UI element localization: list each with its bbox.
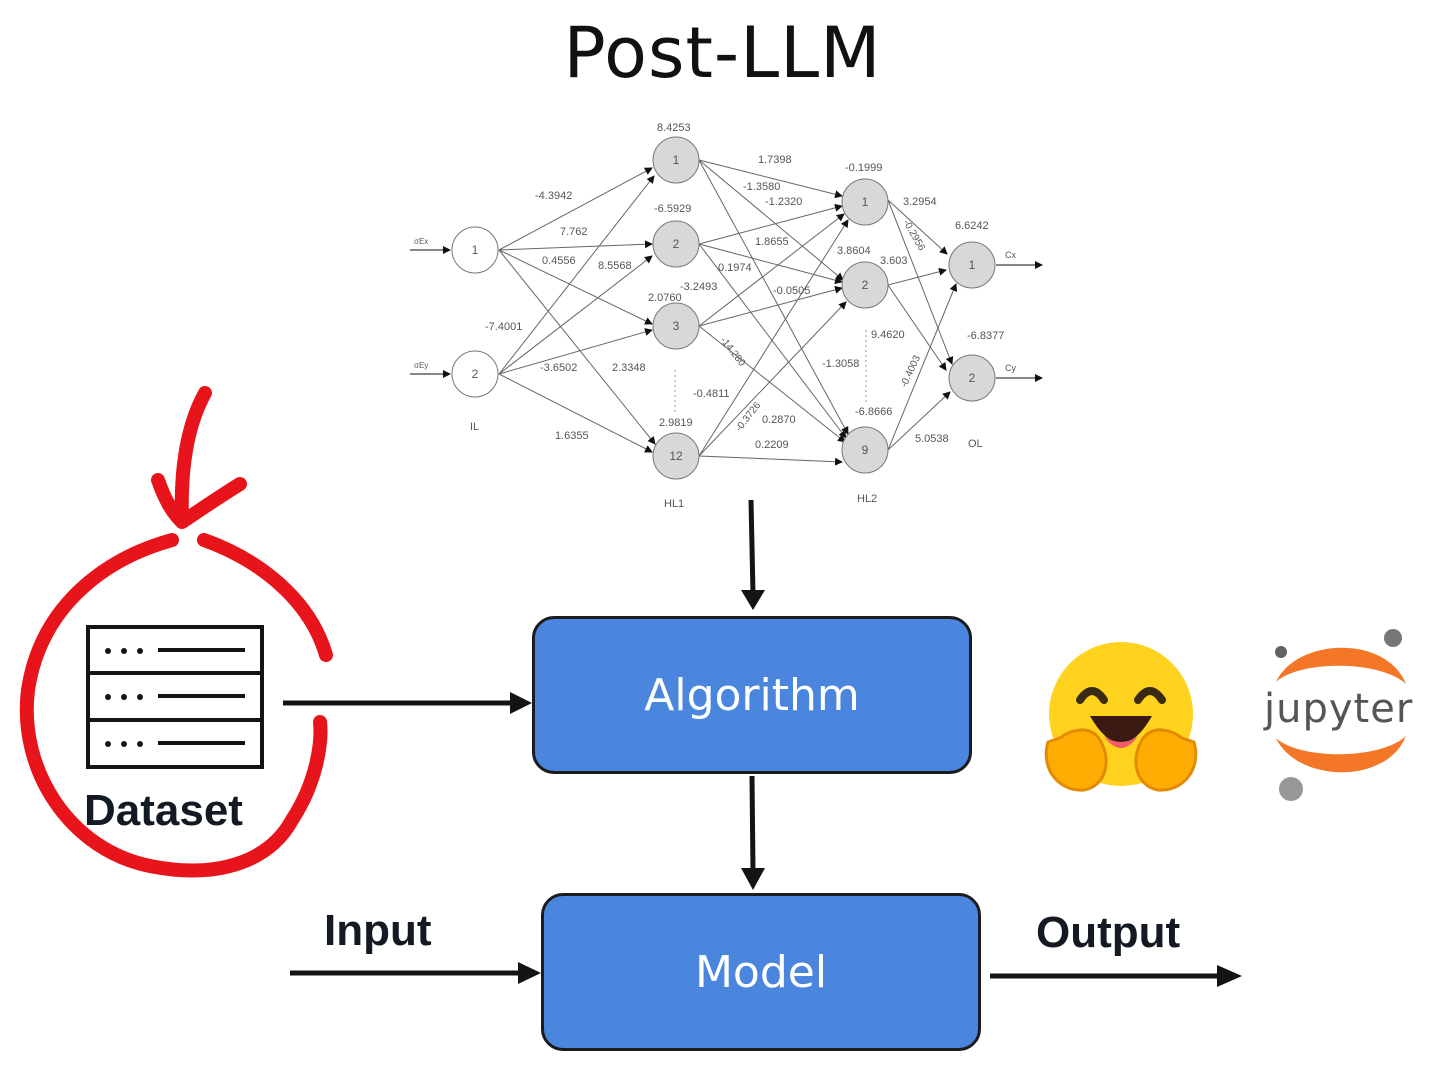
hl1-node-2-label: 2 (673, 237, 680, 251)
layer-labels: IL HL1 HL2 OL σEx σEy Cx Cy (414, 237, 1016, 510)
hl1-node-12 (652, 432, 700, 480)
layer-hl1-label: HL1 (664, 498, 684, 510)
input-sigma-ey-label: σEy (414, 361, 428, 370)
weight-label: -1.3580 (743, 181, 780, 193)
bias-hl2-1: -0.1999 (845, 162, 882, 174)
weight-label: -1.2320 (765, 196, 802, 208)
weight-label: 5.0538 (915, 433, 949, 445)
hl2-node-9 (841, 426, 889, 474)
weight-label: 0.4556 (542, 255, 576, 267)
weight-label: -7.4001 (485, 321, 522, 333)
bias-ol-1: 6.6242 (955, 220, 989, 232)
hl2-node-9-label: 9 (862, 443, 869, 457)
output-label: Output (1036, 908, 1181, 957)
jupyter-logo-text: jupyter (1264, 686, 1414, 732)
bias-hl1-2: -6.5929 (654, 203, 691, 215)
arrowhead (741, 590, 765, 610)
hl1-node-12-label: 12 (669, 449, 683, 463)
weight-label: 7.762 (560, 226, 588, 238)
arrowhead (1217, 965, 1242, 987)
arrowhead (518, 962, 541, 984)
hl2-node-2 (841, 261, 889, 309)
algorithm-label: Algorithm (644, 669, 860, 721)
output-cx-label: Cx (1005, 250, 1016, 260)
weight-label: 1.6355 (555, 430, 589, 442)
weight-label: 0.2209 (755, 439, 789, 451)
hugging-face-icon (1044, 642, 1198, 792)
weight-label: -3.2493 (680, 281, 717, 293)
weight-label: -0.0505 (773, 285, 810, 297)
network-nodes (451, 136, 996, 480)
page-title: Post-LLM (563, 12, 882, 94)
weight-label: -4.3942 (535, 190, 572, 202)
weight-label: 3.2954 (903, 196, 937, 208)
layer-hl2-label: HL2 (857, 493, 877, 505)
ol-node-1 (948, 241, 996, 289)
hl2-node-2-label: 2 (862, 278, 869, 292)
hl1-node-1-label: 1 (673, 153, 680, 167)
hl2-node-1-label: 1 (862, 195, 869, 209)
arrowhead (510, 692, 532, 714)
il-node-2 (451, 350, 499, 398)
hl1-node-3-label: 3 (673, 319, 680, 333)
ol-node-2 (948, 354, 996, 402)
hl2-node-1 (841, 178, 889, 226)
input-sigma-ex-label: σEx (414, 237, 428, 246)
bias-hl1-3: 2.0760 (648, 292, 682, 304)
bias-hl2-2: 3.8604 (837, 245, 871, 257)
weight-label: -6.8377 (967, 330, 1004, 342)
il-node-1-label: 1 (472, 243, 479, 257)
network-to-algorithm-arrow (748, 499, 756, 595)
layer-il-label: IL (470, 421, 479, 433)
weight-label: 8.5568 (598, 260, 632, 272)
weight-label: 2.3348 (612, 362, 646, 374)
dataset-label: Dataset (84, 786, 243, 835)
ol-node-2-label: 2 (969, 371, 976, 385)
weight-label: 0.1974 (718, 262, 752, 274)
bias-hl1-12: 2.9819 (659, 417, 693, 429)
weight-label: 1.7398 (758, 154, 792, 166)
weight-label: 1.8655 (755, 236, 789, 248)
weight-label: -0.4811 (693, 388, 730, 400)
il-node-2-label: 2 (472, 367, 479, 381)
hl1-node-3 (652, 302, 700, 350)
jupyter-logo-icon (1275, 629, 1406, 801)
bias-hl1-1: 8.4253 (657, 122, 691, 134)
dataset-icon (86, 625, 264, 769)
network-connections (410, 159, 1043, 466)
weight-label: 9.4620 (871, 329, 905, 341)
model-label: Model (694, 946, 828, 998)
hl1-node-2 (652, 220, 700, 268)
model-box: Model (541, 893, 981, 1051)
weight-label: -3.6502 (540, 362, 577, 374)
input-label: Input (324, 906, 432, 955)
node-labels: 1 2 1 2 3 12 1 2 9 1 2 (472, 153, 976, 463)
algorithm-to-model-arrow (749, 775, 756, 873)
weight-label: 3.603 (880, 255, 908, 267)
algorithm-box: Algorithm (532, 616, 972, 774)
bias-labels: 8.4253 -6.5929 2.0760 2.9819 -0.1999 3.8… (648, 122, 989, 429)
hl1-node-1 (652, 136, 700, 184)
output-cy-label: Cy (1005, 363, 1016, 373)
weight-label: 0.2870 (762, 414, 796, 426)
il-node-1 (451, 226, 499, 274)
layer-ol-label: OL (968, 438, 983, 450)
arrowhead (741, 868, 765, 890)
weight-label: -6.8666 (855, 406, 892, 418)
weight-label: -1.3058 (822, 358, 859, 370)
red-annotation-circle-icon (19, 386, 333, 878)
ol-node-1-label: 1 (969, 258, 976, 272)
